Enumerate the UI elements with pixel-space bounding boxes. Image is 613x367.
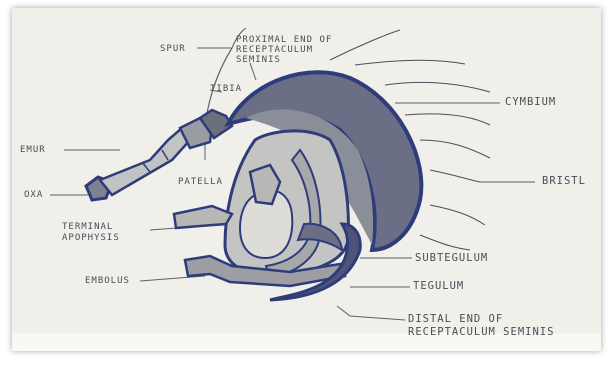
label-subtegulum: SUBTEGULUM	[415, 253, 488, 264]
label-distal-end: DISTAL END OF RECEPTACULUM SEMINIS	[408, 313, 554, 339]
embolus-leader	[140, 276, 205, 281]
distal-end-leader	[337, 306, 405, 320]
proximal-end-leader	[250, 63, 256, 80]
terminal-apophysis-shape	[174, 206, 232, 228]
femur-segment	[100, 128, 190, 195]
label-tegulum: TEGULUM	[413, 281, 464, 292]
label-bristle: BRISTL	[542, 176, 586, 187]
label-terminal-apophysis: TERMINAL APOPHYSIS	[62, 222, 120, 244]
label-coxa: OXA	[24, 190, 43, 201]
label-cymbium: CYMBIUM	[505, 97, 556, 108]
label-spur: SPUR	[160, 44, 186, 55]
label-femur: EMUR	[20, 145, 46, 156]
label-proximal-end: PROXIMAL END OF RECEPTACULUM SEMINIS	[236, 35, 332, 65]
label-patella: PATELLA	[178, 177, 223, 188]
label-tibia: TIBIA	[210, 84, 242, 95]
label-embolus: EMBOLUS	[85, 276, 130, 287]
